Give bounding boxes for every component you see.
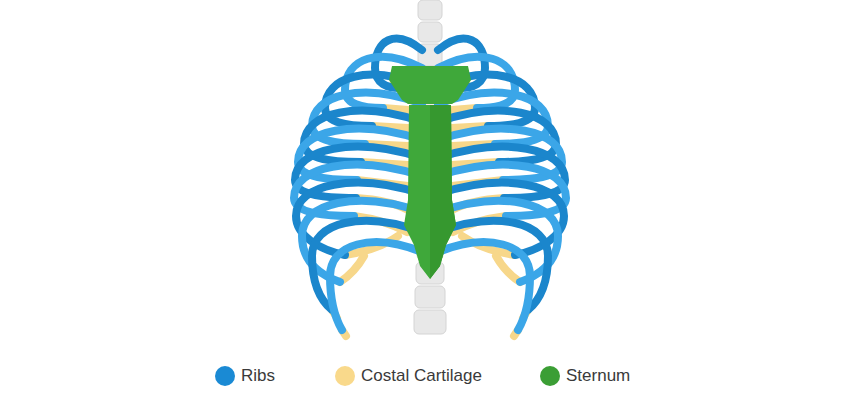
legend-item: Ribs <box>215 366 275 386</box>
legend-label: Ribs <box>241 366 275 386</box>
legend-swatch <box>215 366 235 386</box>
legend-item: Costal Cartilage <box>335 366 482 386</box>
legend-label: Sternum <box>566 366 630 386</box>
legend-swatch <box>540 366 560 386</box>
legend-label: Costal Cartilage <box>361 366 482 386</box>
sternum <box>389 66 471 279</box>
legend-swatch <box>335 366 355 386</box>
legend-item: Sternum <box>540 366 630 386</box>
